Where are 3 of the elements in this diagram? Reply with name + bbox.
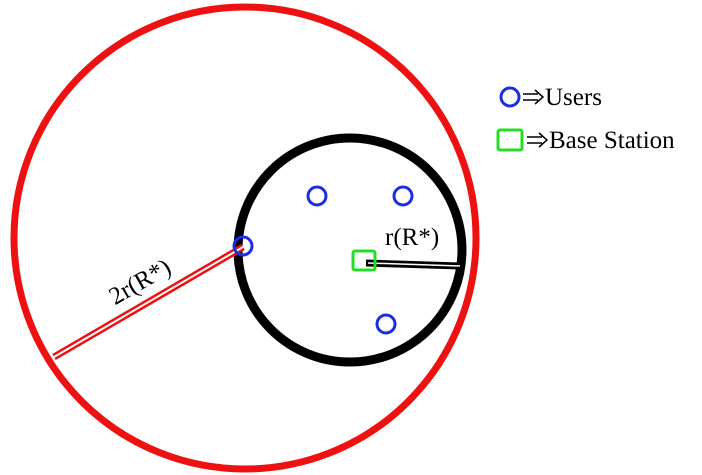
dimension-label: r(R*) — [385, 225, 440, 250]
legend-label: Base Station — [549, 128, 675, 153]
legend-label: Users — [545, 85, 602, 110]
